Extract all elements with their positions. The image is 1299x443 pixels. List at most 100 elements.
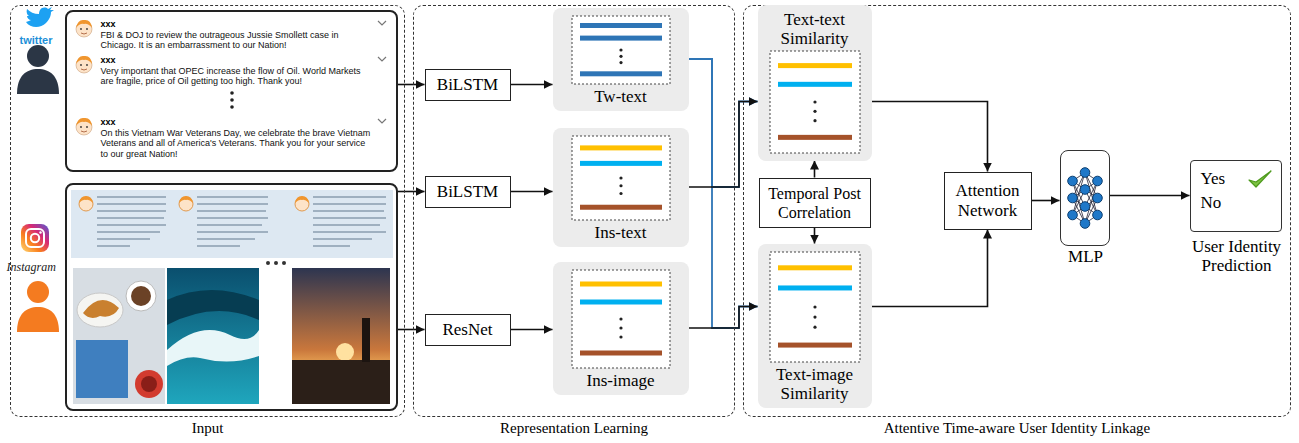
user-icon <box>17 45 59 94</box>
network-neuron <box>1080 184 1090 194</box>
ellipsis-dot <box>619 54 622 57</box>
feature-bar <box>778 63 852 68</box>
ellipsis-dot <box>619 48 622 51</box>
feature-bar <box>778 81 852 86</box>
cup <box>126 281 156 311</box>
feature-frame <box>572 136 670 220</box>
avatar-icon <box>76 19 92 36</box>
caption-label: Representation Learning <box>414 420 734 437</box>
avatar-hair <box>76 19 92 27</box>
feature-bar <box>580 23 662 28</box>
avatar-eye <box>86 28 88 30</box>
user-head <box>27 281 49 303</box>
module-label: Text-text Similarity <box>758 10 872 48</box>
connector-arrow <box>1110 195 1190 197</box>
avatar-eye <box>80 126 82 128</box>
plate <box>77 293 123 327</box>
more-posts-dots <box>266 261 286 265</box>
answer-option: No <box>1201 191 1271 215</box>
encoder-box: BiLSTM <box>425 176 511 208</box>
napkin <box>76 340 128 398</box>
post-text-strip <box>71 190 393 258</box>
avatar-hair <box>76 117 92 125</box>
menu-chevron <box>378 21 386 25</box>
photo-ground <box>292 268 390 404</box>
sun <box>336 343 354 361</box>
module-label: BiLSTM <box>437 75 498 95</box>
mug-inside <box>141 376 157 392</box>
post-avatar-hair <box>295 196 309 203</box>
connector-arrow <box>689 59 758 187</box>
avatar-mouth <box>81 131 87 132</box>
ellipsis-dot <box>230 98 234 102</box>
ellipsis-dot <box>619 326 622 329</box>
dot <box>274 261 278 265</box>
network-neuron <box>1092 210 1102 220</box>
logo-square <box>21 224 49 252</box>
connector-arrow <box>814 228 816 244</box>
bird-shape <box>26 7 54 27</box>
post-avatar <box>179 197 193 211</box>
coffee <box>131 286 151 306</box>
feature-vectors <box>769 251 861 363</box>
feature-bar <box>778 342 852 347</box>
ellipsis-dot <box>813 119 816 122</box>
module-label: Text-image Similarity <box>758 365 872 403</box>
network-neuron <box>1080 167 1090 177</box>
wave-foam <box>167 330 259 366</box>
avatar-mouth <box>81 33 87 34</box>
network-neuron <box>1092 193 1102 203</box>
module-label: BiLSTM <box>437 182 498 202</box>
avatar-eye <box>80 28 82 30</box>
tweet-author: xxx <box>101 55 374 66</box>
mlp-box: MLP <box>1060 150 1110 246</box>
network-neuron <box>1080 218 1090 228</box>
network-neuron <box>1080 201 1090 211</box>
module-label: Attention Network <box>948 181 1028 221</box>
photo-wave <box>167 268 259 404</box>
feature-box: Ins-text <box>553 128 689 247</box>
feature-vectors <box>571 269 671 369</box>
feature-bar <box>580 204 662 209</box>
platform-name: twitter <box>20 34 53 46</box>
connector-arrow <box>511 329 553 331</box>
instagram-logo <box>21 224 49 252</box>
post-avatar <box>79 197 93 211</box>
ellipsis-dot <box>619 176 622 179</box>
logo-dot <box>39 231 41 233</box>
network-neuron <box>1067 176 1077 186</box>
feature-bar <box>580 281 662 286</box>
tweet-text: FBI & DOJ to review the outrageous Jussi… <box>101 30 374 51</box>
ellipsis-dot <box>813 305 816 308</box>
connector-arrow <box>398 191 425 193</box>
dot <box>266 261 270 265</box>
feature-bar <box>580 299 662 304</box>
instagram-feed: Instagram <box>65 183 398 411</box>
connector-arrow <box>814 161 816 178</box>
tweet-author: xxx <box>101 19 374 30</box>
similarity-box: Text-image Similarity <box>758 244 872 408</box>
connector-arrow <box>689 102 758 188</box>
avatar-eye <box>80 64 82 66</box>
ellipsis-dot <box>813 109 816 112</box>
module-label: Ins-image <box>553 371 689 390</box>
feature-bar <box>580 71 662 76</box>
ellipsis-dot <box>619 191 622 194</box>
ellipsis-dot <box>619 335 622 338</box>
stage-panel: Text-text SimilarityTemporal Post Correl… <box>743 5 1291 417</box>
connector-arrow <box>398 329 425 331</box>
ellipsis-dot <box>230 105 234 109</box>
module-label: Temporal Post Correlation <box>763 184 867 222</box>
module-label: Ins-text <box>553 223 689 242</box>
feature-bar <box>580 145 662 150</box>
ellipsis-dot <box>813 315 816 318</box>
neural-network-icon <box>1061 151 1109 245</box>
connector-arrow <box>511 84 553 86</box>
user-head <box>27 45 49 67</box>
ellipsis-dot <box>619 61 622 64</box>
connector-arrow <box>689 59 758 328</box>
caption-label: User Identity Prediction <box>1182 237 1292 275</box>
user-body <box>17 69 59 94</box>
